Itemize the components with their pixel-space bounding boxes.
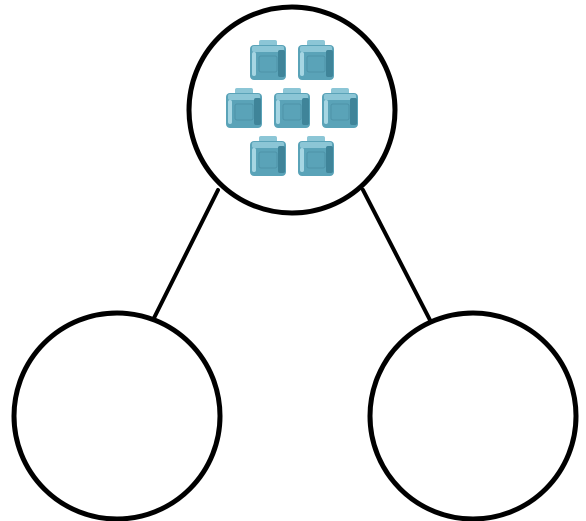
linking-cube-2	[298, 40, 334, 80]
connector-line-left	[149, 188, 220, 326]
linking-cube-6	[250, 136, 286, 176]
linking-cube-5	[322, 88, 358, 128]
linking-cube-4	[274, 88, 310, 128]
connector-line-right	[361, 188, 433, 324]
linking-cube-7	[298, 136, 334, 176]
linking-cube-1	[250, 40, 286, 80]
part-circle-right	[367, 310, 579, 521]
cube-group	[226, 40, 358, 176]
linking-cube-3	[226, 88, 262, 128]
part-circle-left	[11, 310, 223, 521]
